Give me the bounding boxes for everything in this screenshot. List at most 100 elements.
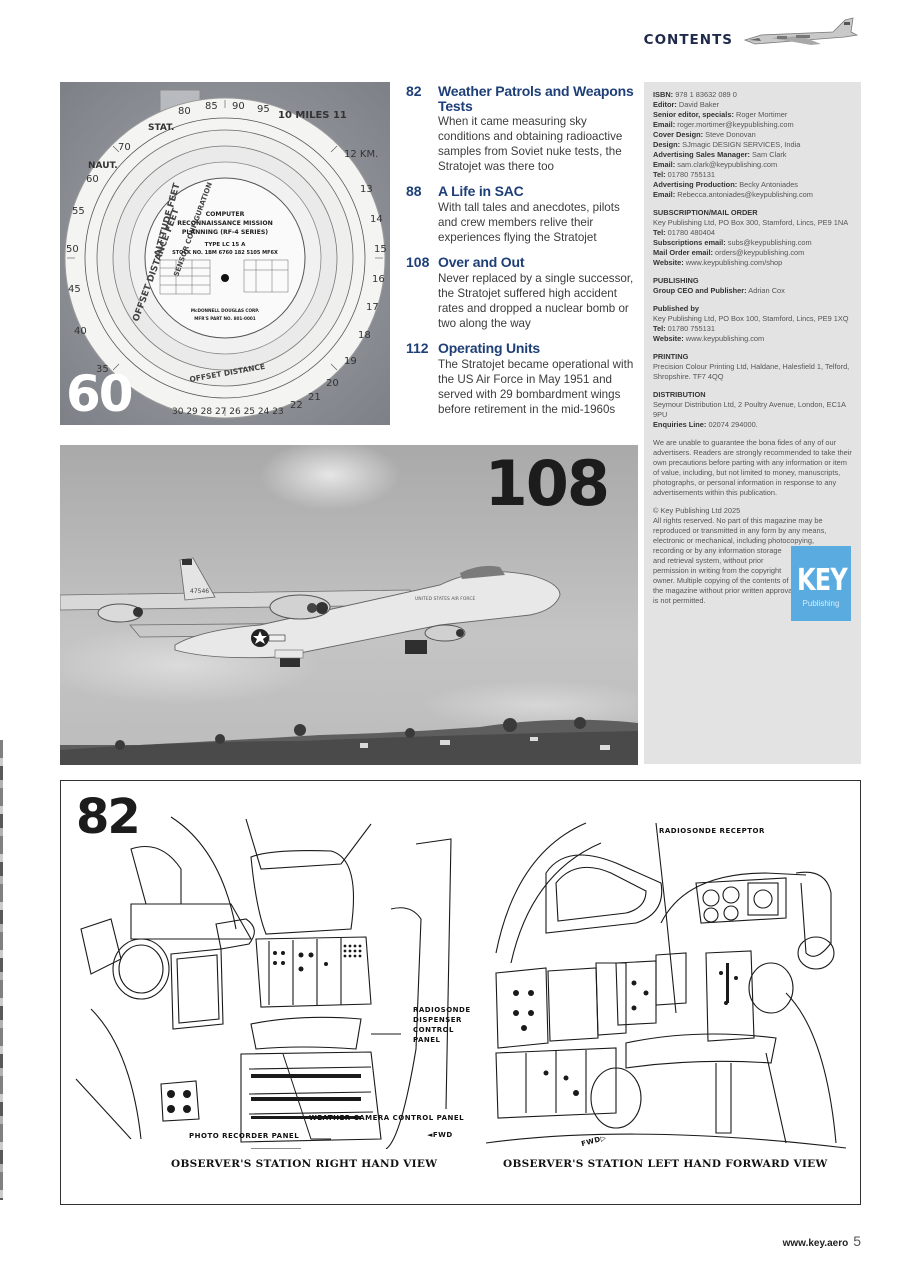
credit-label: Senior editor, specials:	[653, 110, 734, 119]
svg-text:60: 60	[86, 174, 99, 185]
svg-text:80: 80	[178, 106, 191, 117]
svg-text:13: 13	[360, 184, 373, 195]
observer-station-diagram: 82	[60, 780, 861, 1205]
credit-label: Email:	[653, 190, 676, 199]
fuselage-lettering: UNITED STATES AIR FORCE	[415, 596, 475, 602]
caption-right-hand-view: OBSERVER'S STATION RIGHT HAND VIEW	[171, 1158, 438, 1170]
svg-text:50: 50	[66, 244, 79, 255]
svg-text:STAT.: STAT.	[148, 123, 174, 133]
phone-number: 01780 755131	[667, 170, 715, 179]
email-link[interactable]: Rebecca.antoniades@keypublishing.com	[677, 190, 813, 199]
contents-item[interactable]: 88 A Life in SAC With tall tales and ane…	[406, 184, 638, 245]
credit-value: David Baker	[678, 100, 720, 109]
printing-section: PRINTING Precision Colour Printing Ltd, …	[653, 352, 855, 382]
address: Key Publishing Ltd, PO Box 100, Stamford…	[653, 314, 849, 323]
contents-title: Operating Units	[438, 340, 541, 356]
credit-value: Roger Mortimer	[735, 110, 788, 119]
svg-text:22: 22	[290, 400, 303, 411]
website-link[interactable]: www.key.aero	[782, 1238, 849, 1249]
page-footer: www.key.aero 5	[783, 1233, 861, 1249]
section-heading: PRINTING	[653, 352, 689, 361]
svg-text:COMPUTER: COMPUTER	[206, 211, 245, 218]
svg-text:14: 14	[370, 214, 383, 225]
svg-text:PLANNING (RF-4 SERIES): PLANNING (RF-4 SERIES)	[182, 229, 268, 236]
subscription-section: SUBSCRIPTION/MAIL ORDER Key Publishing L…	[653, 208, 855, 268]
svg-text:STOCK NO. 1BM 6760 182 5105 MF: STOCK NO. 1BM 6760 182 5105 MF6X	[172, 250, 278, 256]
contents-page-number: 88	[406, 183, 422, 199]
credit-label: Tel:	[653, 170, 666, 179]
contents-description: Never replaced by a single successor, th…	[438, 272, 634, 330]
email-link[interactable]: orders@keypublishing.com	[715, 248, 805, 257]
arrow-left-icon: ◄	[427, 1131, 433, 1139]
contents-page-number: 82	[406, 83, 422, 99]
contents-item[interactable]: 82 Weather Patrols and Weapons Tests Whe…	[406, 84, 638, 174]
copyright-section: © Key Publishing Ltd 2025 All rights res…	[653, 506, 855, 621]
credit-value: Becky Antoniades	[739, 180, 799, 189]
svg-text:16: 16	[372, 274, 385, 285]
b47-stratojet-silhouette-icon	[743, 17, 859, 45]
callout-line: CONTROL	[413, 1026, 455, 1034]
contents-item[interactable]: 108 Over and Out Never replaced by a sin…	[406, 255, 638, 331]
website-link[interactable]: www.keypublishing.com/shop	[685, 258, 783, 267]
right-hand-view-drawing	[75, 816, 452, 1149]
fwd-arrow-left: ◄FWD	[427, 1130, 453, 1140]
photo-recorder-callout: PHOTO RECORDER PANEL	[189, 1132, 300, 1140]
page-label-60: 60	[66, 365, 134, 423]
svg-text:55: 55	[72, 206, 85, 217]
info-label: Group CEO and Publisher:	[653, 286, 747, 295]
credit-label: Email:	[653, 120, 676, 129]
contents-list: 82 Weather Patrols and Weapons Tests Whe…	[406, 84, 638, 427]
svg-text:45: 45	[68, 284, 81, 295]
svg-text:NAUT.: NAUT.	[88, 161, 118, 171]
radiosonde-dispenser-callout: RADIOSONDE DISPENSER CONTROL PANEL	[413, 1005, 471, 1045]
credit-label: Advertising Sales Manager:	[653, 150, 750, 159]
credit-label: ISBN:	[653, 90, 674, 99]
contents-page-number: 112	[406, 340, 429, 356]
credit-label: Design:	[653, 140, 681, 149]
distribution-section: DISTRIBUTION Seymour Distribution Ltd, 2…	[653, 390, 855, 430]
weather-camera-callout: WEATHER CAMERA CONTROL PANEL	[309, 1114, 465, 1122]
callout-line: DISPENSER	[413, 1016, 462, 1024]
phone-number: 01780 755131	[667, 324, 715, 333]
page-number: 5	[853, 1233, 861, 1249]
left-hand-forward-view-drawing	[486, 822, 847, 1149]
printing-text: Precision Colour Printing Ltd, Haldane, …	[653, 362, 850, 381]
rights-text: All rights reserved. No part of this mag…	[653, 516, 827, 545]
credit-value: Steve Donovan	[705, 130, 756, 139]
address: Key Publishing Ltd, PO Box 300, Stamford…	[653, 218, 849, 227]
staff-credits: ISBN: 978 1 83632 089 0 Editor: David Ba…	[653, 90, 855, 200]
info-label: Mail Order email:	[653, 248, 713, 257]
info-label: Subscriptions email:	[653, 238, 726, 247]
logo-subtitle: Publishing	[802, 599, 840, 608]
email-link[interactable]: subs@keypublishing.com	[727, 238, 812, 247]
email-link[interactable]: sam.clark@keypublishing.com	[677, 160, 778, 169]
svg-text:McDONNELL DOUGLAS CORP.: McDONNELL DOUGLAS CORP.	[191, 308, 260, 313]
svg-text:18: 18	[358, 330, 371, 341]
svg-text:40: 40	[74, 326, 87, 337]
svg-text:19: 19	[344, 356, 357, 367]
callout-line: PANEL	[413, 1036, 441, 1044]
contents-item[interactable]: 112 Operating Units The Stratojet became…	[406, 341, 638, 417]
info-value: Adrian Cox	[748, 286, 785, 295]
svg-text:85: 85	[205, 101, 218, 112]
rights-text-continued: recording or by any information storage …	[653, 546, 794, 605]
credit-value: 978 1 83632 089 0	[675, 90, 737, 99]
section-heading: PUBLISHING	[653, 276, 699, 285]
page-label-82: 82	[76, 789, 141, 845]
website-link[interactable]: www.keypublishing.com	[685, 334, 765, 343]
svg-text:12 KM.: 12 KM.	[344, 149, 378, 160]
section-heading: Published by	[653, 304, 699, 313]
logo-wordmark: KEY	[797, 563, 848, 598]
email-link[interactable]: roger.mortimer@keypublishing.com	[677, 120, 794, 129]
copyright-line: © Key Publishing Ltd 2025	[653, 506, 741, 515]
svg-text:70: 70	[118, 142, 131, 153]
credit-label: Cover Design:	[653, 130, 704, 139]
credit-label: Email:	[653, 160, 676, 169]
rights-with-logo: recording or by any information storage …	[653, 546, 855, 621]
tail-number: 47546	[190, 588, 209, 595]
page-label-108: 108	[484, 447, 610, 520]
contents-page-number: 108	[406, 254, 430, 270]
published-by-section: Published by Key Publishing Ltd, PO Box …	[653, 304, 855, 344]
